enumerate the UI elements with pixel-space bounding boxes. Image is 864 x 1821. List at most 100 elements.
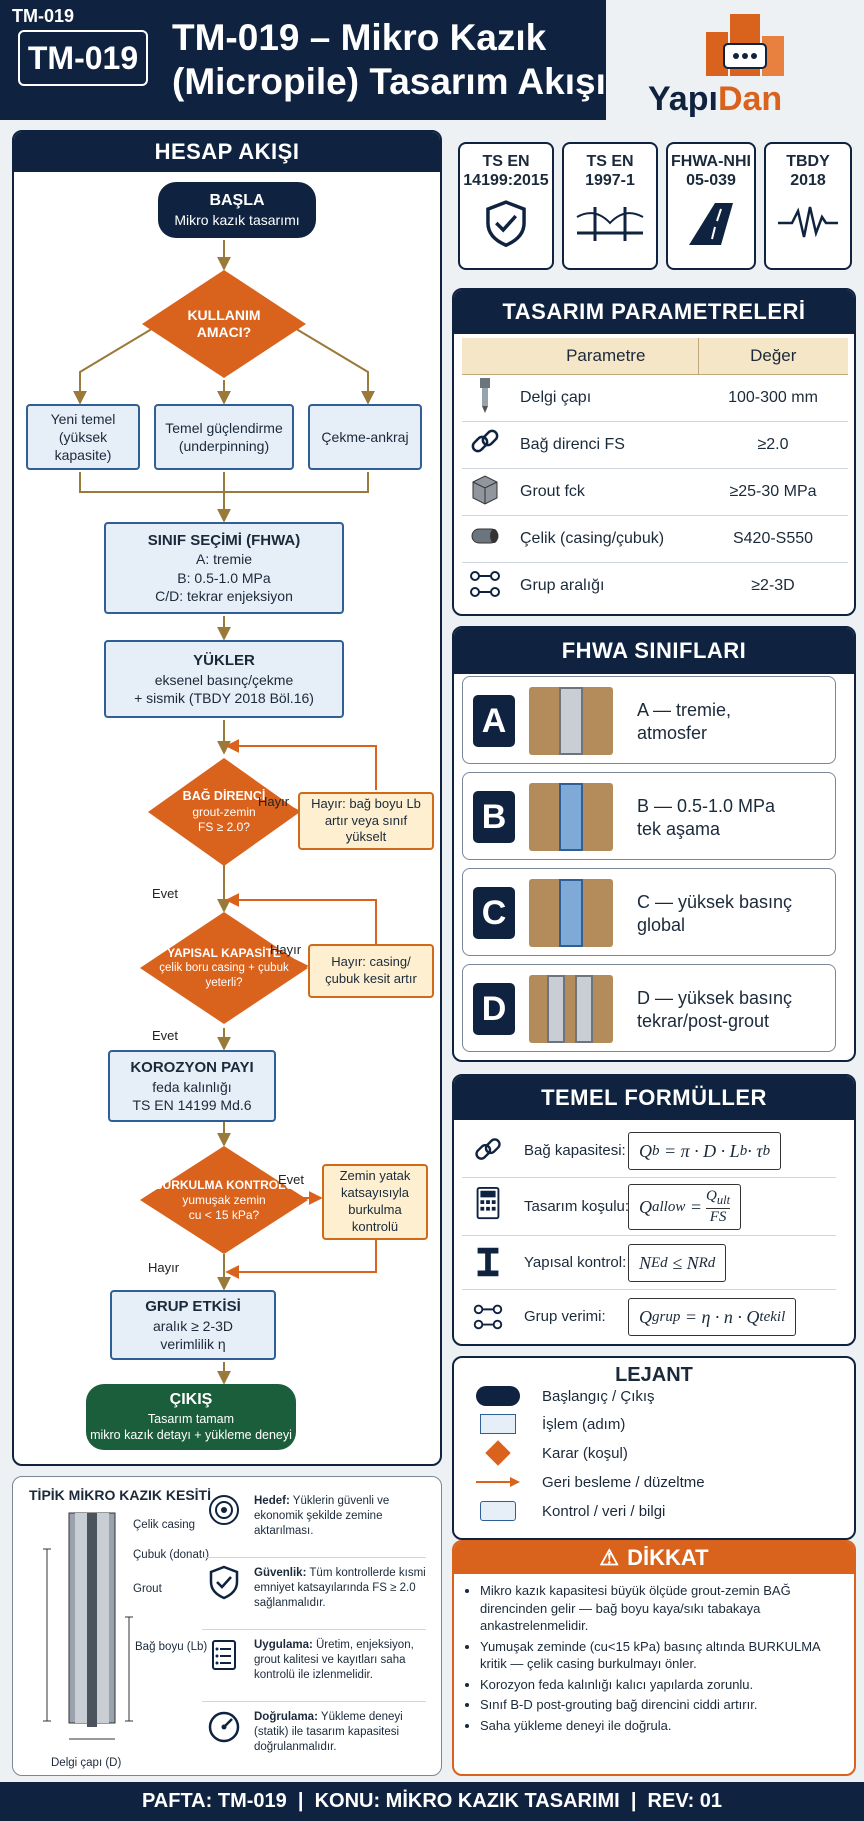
note-verification: Doğrulama: Yükleme deneyi (statik) ile t… <box>202 1702 426 1768</box>
note-target: Hedef: Yüklerin güvenli ve ekonomik şeki… <box>202 1486 426 1558</box>
step-class-title: SINIF SEÇİMİ (FHWA) <box>147 531 301 549</box>
note-safety-text: Tüm kontrollerde kısmi emniyet katsayıla… <box>254 1567 426 1609</box>
class-d-soil-illustration <box>529 975 613 1043</box>
decision-purpose-shape <box>142 270 306 378</box>
decision-bond: BAĞ DİRENCİ grout-zemin FS ≥ 2.0? <box>152 788 296 836</box>
formulas-title: TEMEL FORMÜLLER <box>454 1076 854 1120</box>
step-loads-title: YÜKLER <box>193 652 255 670</box>
checklist-icon <box>212 1640 236 1670</box>
class-c-l1: C — yüksek basınç <box>637 892 793 912</box>
section-label-diameter: Delgi çapı (D) <box>51 1757 122 1769</box>
table-row: Delgi çapı 100-300 mm <box>462 374 848 422</box>
steel-pipe-icon <box>471 528 499 544</box>
params-panel: TASARIM PARAMETRELERİ Parametre Değer De… <box>452 288 856 616</box>
legend-decision: Karar (koşul) <box>474 1440 628 1466</box>
chain-link-icon <box>475 1138 501 1160</box>
standard-1-l2: 14199:2015 <box>463 172 549 190</box>
warning-list: Mikro kazık kapasitesi büyük ölçüde grou… <box>480 1582 844 1734</box>
step-loads-l1: eksenel basınç/çekme <box>154 671 294 688</box>
param-value: 100-300 mm <box>698 374 848 422</box>
step-loads: YÜKLER eksenel basınç/çekme + sismik (TB… <box>104 640 344 718</box>
flow-arrows <box>73 240 377 1385</box>
decision-struct: YAPISAL KAPASİTE çelik boru casing + çub… <box>142 944 306 992</box>
class-d-l2: tekrar/post-grout <box>637 1011 770 1032</box>
struct-feedback: Hayır: casing/çubuk kesit artır <box>308 944 434 998</box>
param-name: Grup aralığı <box>520 576 605 594</box>
footer-text: PAFTA: TM-019 | KONU: MİKRO KAZIK TASARI… <box>141 1790 723 1812</box>
fhwa-class-a: A A — tremie,atmosfer <box>462 676 836 764</box>
legend-title: LEJANT <box>615 1364 693 1386</box>
class-b-soil-illustration <box>529 783 613 851</box>
decision-buck-l3: cu < 15 kPa? <box>188 1207 260 1222</box>
flow-end-title: ÇIKIŞ <box>169 1391 213 1409</box>
step-corr-title: KOROZYON PAYI <box>130 1059 254 1077</box>
class-b-l2: tek aşama <box>637 819 721 840</box>
formula-label: Bağ kapasitesi: <box>524 1142 626 1159</box>
decision-buck-l1: BURKULMA KONTROLÜ <box>153 1177 295 1192</box>
buck-yes-label: Evet <box>278 1172 305 1187</box>
note-verification-key: Doğrulama: <box>254 1711 318 1723</box>
class-a-soil-illustration <box>529 687 613 755</box>
step-class-l1: A: tremie <box>195 551 252 568</box>
note-application-key: Uygulama: <box>254 1639 313 1651</box>
flow-end-l1: Tasarım tamam <box>147 1412 235 1427</box>
param-name: Bağ direnci FS <box>514 421 698 469</box>
legend-process: İşlem (adım) <box>474 1412 625 1436</box>
legend-item-label: Karar (koşul) <box>542 1444 628 1462</box>
legend-process-symbol <box>480 1414 516 1434</box>
buck-feedback: Zemin yatak katsayısıyla burkulma kontro… <box>322 1164 428 1240</box>
fhwa-panel: FHWA SINIFLARI A A — tremie,atmosfer B B… <box>452 626 856 1062</box>
note-application-text: Üretim, enjeksiyon, grout kalitesi ve ka… <box>254 1639 414 1681</box>
decision-buckling: BURKULMA KONTROLÜ yumuşak zemin cu < 15 … <box>142 1176 306 1224</box>
param-name: Delgi çapı <box>514 374 698 422</box>
step-corr-l1: feda kalınlığı <box>152 1078 232 1095</box>
warning-header: ⚠DİKKAT <box>454 1542 854 1574</box>
legend-arrow-symbol <box>476 1477 520 1487</box>
standard-4-l1: TBDY <box>786 153 830 170</box>
class-c-l2: global <box>637 915 686 936</box>
formula-label: Grup verimi: <box>524 1308 606 1325</box>
param-value: ≥2-3D <box>751 576 795 594</box>
note-target-key: Hedef: <box>254 1495 290 1507</box>
decision-struct-l2: çelik boru casing + çubuk <box>159 962 289 975</box>
legend-decision-symbol <box>485 1440 511 1466</box>
standard-1-l1: TS EN <box>482 153 530 170</box>
note-safety: Güvenlik: Tüm kontrollerde kısmi emniyet… <box>202 1558 426 1630</box>
shield-check-icon <box>486 200 526 248</box>
class-letter-a: A <box>473 695 515 747</box>
decision-buck-shape <box>140 1146 308 1254</box>
page-title-line1: TM-019 – Mikro Kazık <box>172 17 547 58</box>
class-a-l1: A — tremie, <box>637 700 732 720</box>
drill-icon <box>480 378 490 413</box>
concrete-block-icon <box>472 475 498 505</box>
section-title: TİPİK MİKRO KAZIK KESİTİ <box>29 1487 211 1503</box>
decision-purpose-l2: AMACI? <box>196 324 252 340</box>
warning-item: Sınıf B-D post-grouting bağ direncini ci… <box>480 1696 844 1714</box>
table-row: Grup aralığı ≥2-3D <box>462 562 848 609</box>
table-row: Grout fck ≥25-30 MPa <box>462 468 848 516</box>
section-label-grout: Grout <box>133 1583 162 1595</box>
step-corr-l2: TS EN 14199 Md.6 <box>132 1096 252 1113</box>
buck-no-label: Hayır <box>148 1260 180 1275</box>
gauge-icon <box>208 1711 240 1743</box>
formula-label: Yapısal kontrol: <box>524 1254 627 1271</box>
decision-buck-l2: yumuşak zemin <box>182 1192 266 1207</box>
logo-buildings-icon <box>706 14 784 76</box>
standard-3-l1: FHWA-NHI <box>671 153 751 170</box>
calculator-icon <box>476 1186 500 1220</box>
logo: YapıDan <box>640 8 840 118</box>
flow-start: BAŞLA Mikro kazık tasarımı <box>158 182 316 238</box>
warning-title: DİKKAT <box>627 1545 709 1570</box>
note-application: Uygulama: Üretim, enjeksiyon, grout kali… <box>202 1630 426 1702</box>
